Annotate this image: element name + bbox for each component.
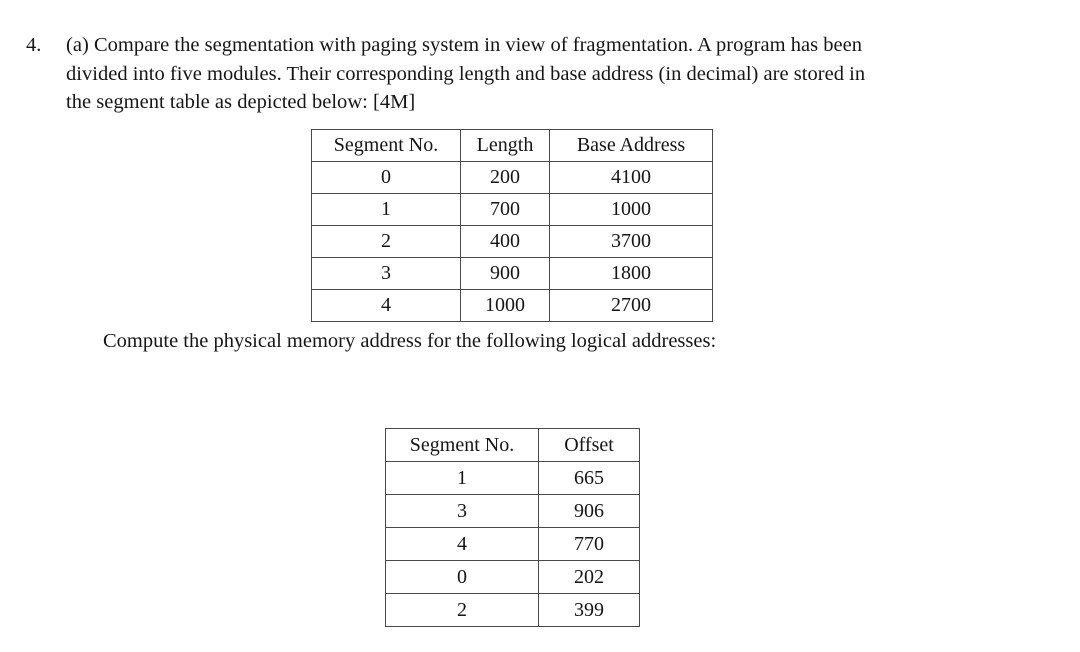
- cell-offset: 399: [538, 593, 640, 627]
- table-row: 2 400 3700: [311, 225, 713, 258]
- table-row: 0 200 4100: [311, 161, 713, 194]
- cell-offset: 665: [538, 461, 640, 495]
- cell-length: 900: [460, 257, 550, 290]
- cell-segment-no: 0: [385, 560, 539, 594]
- cell-segment-no: 3: [311, 257, 461, 290]
- cell-length: 400: [460, 225, 550, 258]
- cell-segment-no: 1: [385, 461, 539, 495]
- column-header-base-address: Base Address: [549, 129, 713, 162]
- table-row: 3 900 1800: [311, 257, 713, 290]
- question-number: 4.: [26, 34, 42, 56]
- segment-table: Segment No. Length Base Address 0 200 41…: [311, 129, 713, 322]
- cell-offset: 906: [538, 494, 640, 528]
- question-line-2: divided into five modules. Their corresp…: [66, 62, 866, 85]
- table-row: 3 906: [385, 494, 640, 528]
- cell-segment-no: 0: [311, 161, 461, 194]
- cell-segment-no: 2: [311, 225, 461, 258]
- column-header-offset: Offset: [538, 428, 640, 462]
- cell-length: 700: [460, 193, 550, 226]
- column-header-segment-no: Segment No.: [385, 428, 539, 462]
- cell-segment-no: 2: [385, 593, 539, 627]
- cell-base-address: 1000: [549, 193, 713, 226]
- table-row: 2 399: [385, 593, 640, 627]
- question-block: 4. (a) Compare the segmentation with pag…: [26, 31, 1036, 117]
- column-header-length: Length: [460, 129, 550, 162]
- cell-base-address: 4100: [549, 161, 713, 194]
- cell-length: 200: [460, 161, 550, 194]
- compute-prompt: Compute the physical memory address for …: [103, 330, 717, 352]
- logical-address-table: Segment No. Offset 1 665 3 906 4 770 0 2…: [385, 428, 640, 627]
- table-row: 4 1000 2700: [311, 289, 713, 322]
- table-header-row: Segment No. Length Base Address: [311, 129, 713, 162]
- cell-offset: 202: [538, 560, 640, 594]
- table-row: 0 202: [385, 560, 640, 594]
- cell-base-address: 2700: [549, 289, 713, 322]
- column-header-segment-no: Segment No.: [311, 129, 461, 162]
- cell-segment-no: 1: [311, 193, 461, 226]
- question-body: (a) Compare the segmentation with paging…: [66, 31, 1036, 117]
- cell-segment-no: 4: [311, 289, 461, 322]
- cell-segment-no: 3: [385, 494, 539, 528]
- table-header-row: Segment No. Offset: [385, 428, 640, 462]
- question-line-1: (a) Compare the segmentation with paging…: [66, 34, 863, 56]
- question-line-3: the segment table as depicted below: [4M…: [66, 91, 416, 113]
- table-row: 1 665: [385, 461, 640, 495]
- cell-segment-no: 4: [385, 527, 539, 561]
- cell-base-address: 1800: [549, 257, 713, 290]
- table-row: 1 700 1000: [311, 193, 713, 226]
- cell-length: 1000: [460, 289, 550, 322]
- table-row: 4 770: [385, 527, 640, 561]
- cell-base-address: 3700: [549, 225, 713, 258]
- cell-offset: 770: [538, 527, 640, 561]
